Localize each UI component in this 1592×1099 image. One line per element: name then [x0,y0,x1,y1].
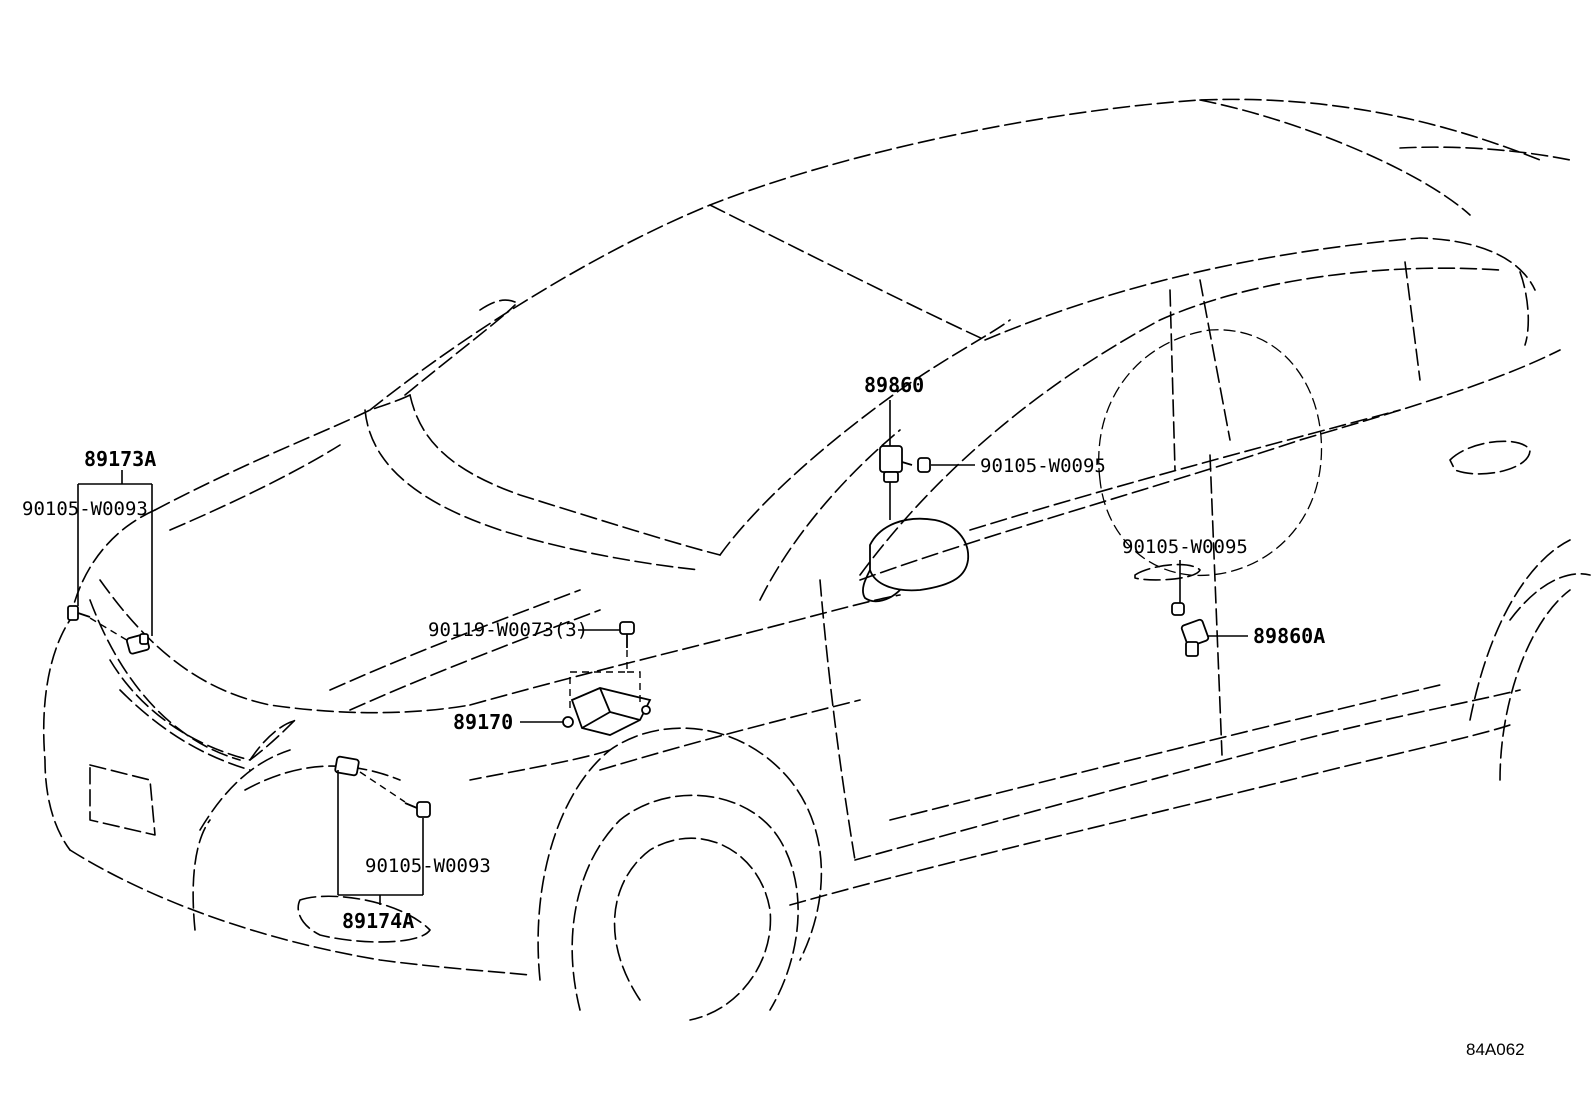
label-89173A: 89173A [84,447,156,471]
ecu-bolt-line-b [627,671,641,705]
front-airbag-sensor-lh [126,633,150,655]
label-90105-w0095-mid: 90105-W0095 [1122,536,1248,558]
bolt-90105-w0095-top [917,457,931,473]
side-mirror [862,517,969,603]
airbag-ecu-89170 [562,687,652,736]
label-89860A: 89860A [1253,624,1325,648]
bolt-90119-w0073 [619,621,635,648]
drawing-code: 84A062 [1466,1040,1525,1059]
label-90105-w0093-top: 90105-W0093 [22,498,148,520]
front-airbag-sensor-rh [334,755,360,777]
label-89170: 89170 [453,710,513,734]
side-airbag-sensor-89860A [1180,618,1210,657]
ecu-bolt-line-a [569,650,628,712]
label-90105-w0093-bottom: 90105-W0093 [365,855,491,877]
label-89174A: 89174A [342,909,414,933]
label-89860: 89860 [864,373,924,397]
side-airbag-sensor-89860 [879,445,913,483]
bolt-90105-w0093-bottom [404,801,431,818]
car-body-outline [42,98,1591,1021]
bolt-90105-w0093-top [67,605,91,621]
bolt-to-sensor-lh-line [89,617,131,643]
label-90119-w0073: 90119-W0073(3) [428,619,588,641]
bolt-to-sensor-rh-line [359,771,406,803]
label-90105-w0095-top: 90105-W0095 [980,455,1106,477]
leader-lines [77,400,1248,905]
bolt-90105-w0095-mid [1171,602,1185,616]
